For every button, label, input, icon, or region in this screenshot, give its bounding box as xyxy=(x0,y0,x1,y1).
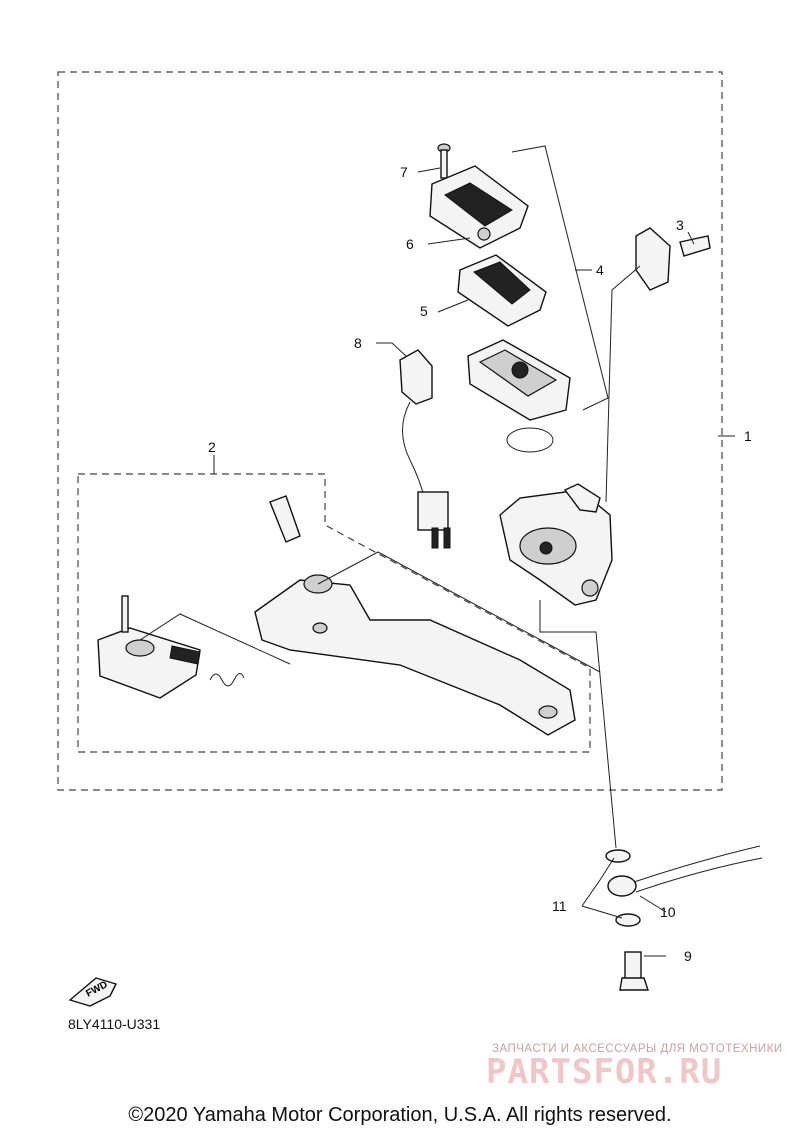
copyright-notice: ©2020 Yamaha Motor Corporation, U.S.A. A… xyxy=(128,1104,672,1126)
callout-7: 7 xyxy=(400,164,408,180)
pivot-bolt xyxy=(269,495,301,543)
assembly-1-boundary xyxy=(57,71,723,791)
leader-lever xyxy=(139,613,291,665)
part-7-screw xyxy=(437,143,451,179)
part-9-banjo-bolt xyxy=(619,951,649,991)
leader-pivot xyxy=(317,551,601,673)
part-10-brake-hose xyxy=(607,845,763,897)
part-11-washers xyxy=(605,849,641,927)
assembly-2-boundary xyxy=(77,473,591,753)
callout-leaders xyxy=(213,167,735,957)
callout-8: 8 xyxy=(354,335,362,351)
callout-1: 1 xyxy=(744,428,752,444)
bracket-4 xyxy=(511,145,609,411)
callout-2: 2 xyxy=(208,439,216,455)
leader-banjo xyxy=(539,600,617,849)
callout-10: 10 xyxy=(660,904,676,920)
watermark-logo: PARTSFOR.RU xyxy=(486,1052,723,1092)
watermark-caption: ЗАПЧАСТИ И АКСЕССУАРЫ ДЛЯ МОТОТЕХНИКИ xyxy=(492,1043,783,1055)
callout-5: 5 xyxy=(420,303,428,319)
callout-9: 9 xyxy=(684,948,692,964)
part-4-reservoir-body xyxy=(467,339,571,421)
part-6-cap xyxy=(429,165,529,249)
part-8-brake-switch xyxy=(399,349,451,549)
part-3-clamp xyxy=(635,227,711,291)
leader-clamp xyxy=(605,265,641,503)
callout-11: 11 xyxy=(552,898,567,914)
brake-lever xyxy=(254,574,576,736)
diagram-code: 8LY4110-U331 xyxy=(68,1016,161,1032)
spring xyxy=(209,673,245,687)
callout-6: 6 xyxy=(406,236,414,252)
master-cylinder-housing xyxy=(499,483,613,606)
callout-3: 3 xyxy=(676,217,684,233)
o-ring xyxy=(506,427,554,453)
part-5-diaphragm xyxy=(457,254,547,327)
fwd-arrow-icon: FWD xyxy=(68,977,117,1007)
lever-adjuster xyxy=(97,595,201,699)
callout-4: 4 xyxy=(596,262,604,278)
